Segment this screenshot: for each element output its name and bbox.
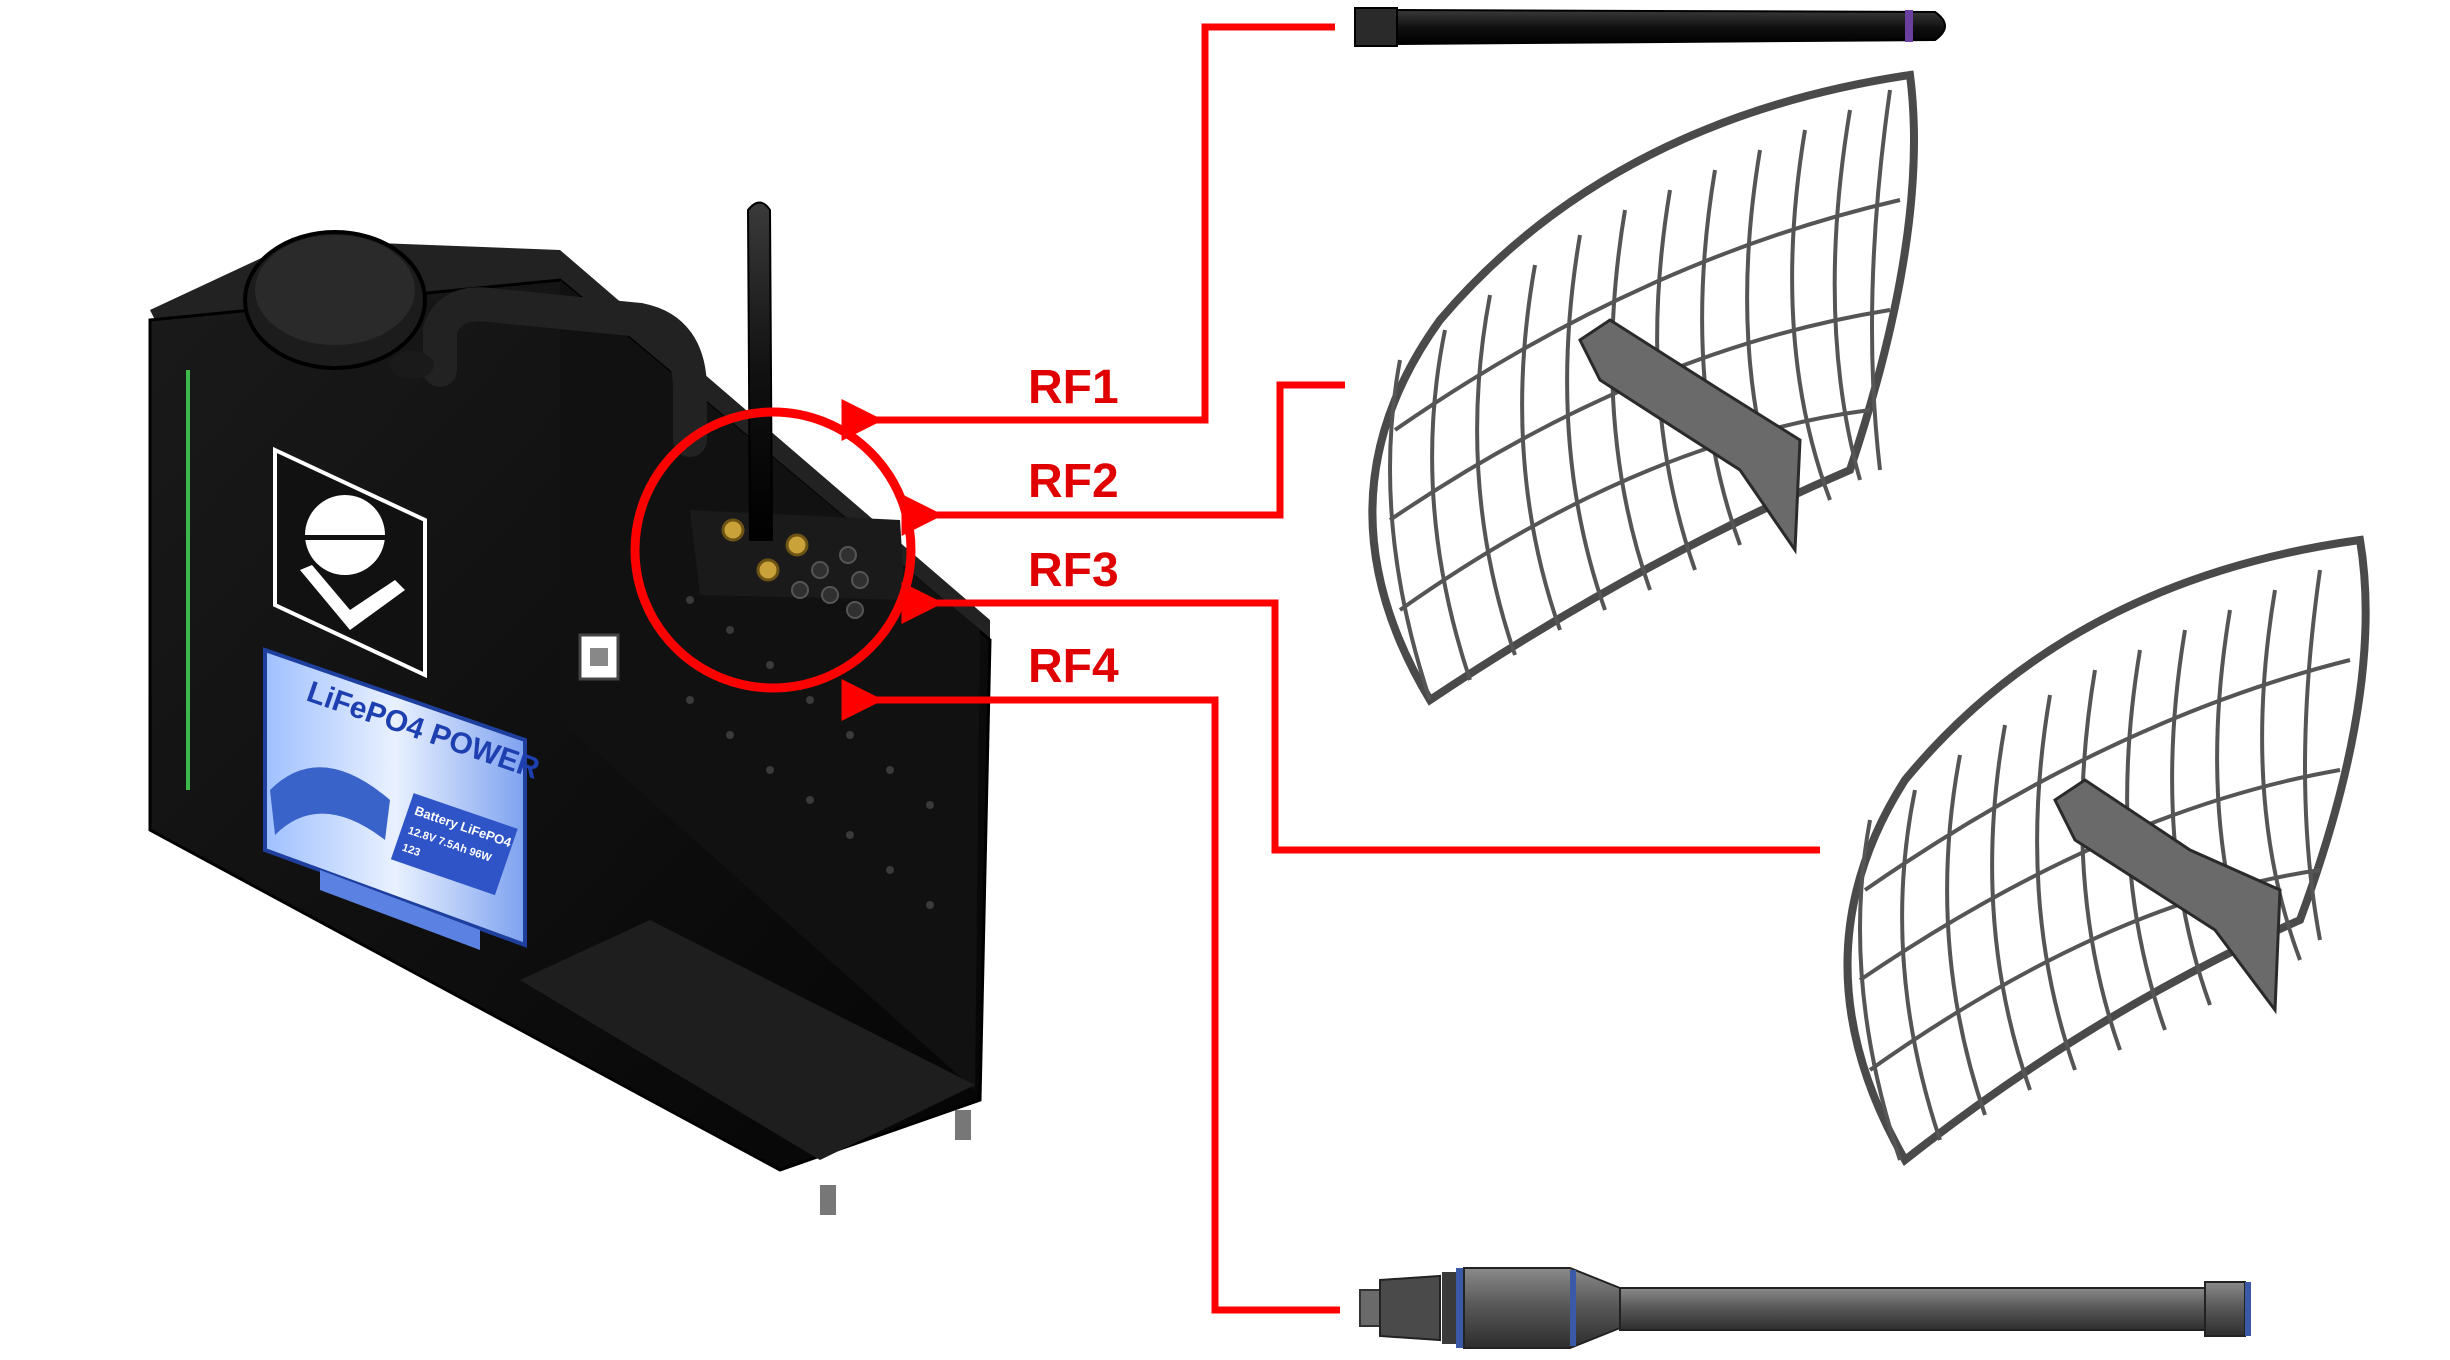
rf-connector-panel [690, 510, 905, 619]
rf1-label: RF1 [1028, 361, 1119, 414]
rf-connector-lines [841, 23, 1820, 1314]
device-whip-antenna [746, 201, 774, 541]
rf1-line [841, 23, 1335, 441]
battery-sticker [390, 793, 518, 896]
feed-horn [2053, 778, 2282, 1015]
rf2-line [901, 381, 1345, 536]
sma-connector [721, 518, 745, 542]
carry-handle [423, 287, 707, 457]
rf4-label: RF4 [1028, 640, 1119, 693]
rf3-line [901, 582, 1820, 854]
cylindrical-omni-antenna [1359, 1267, 2251, 1349]
whip-antenna [1354, 7, 1946, 47]
rf4-line [841, 679, 1340, 1314]
battery-sticker-line3: 123 [400, 842, 421, 859]
brand-logo [273, 446, 427, 679]
radio-device: LiFePO4 POWER Battery LiFePO4 12.8V 7.5A… [148, 201, 992, 1215]
rf2-label: RF2 [1028, 455, 1119, 508]
rf3-label: RF3 [1028, 544, 1119, 597]
grid-parabolic-antenna [1368, 70, 1918, 706]
feed-horn [1578, 318, 1802, 555]
sma-connector [785, 533, 809, 557]
grid-parabolic-antenna [1843, 535, 2370, 1167]
sma-connector [756, 558, 780, 582]
connector-highlight-circle [630, 407, 916, 693]
